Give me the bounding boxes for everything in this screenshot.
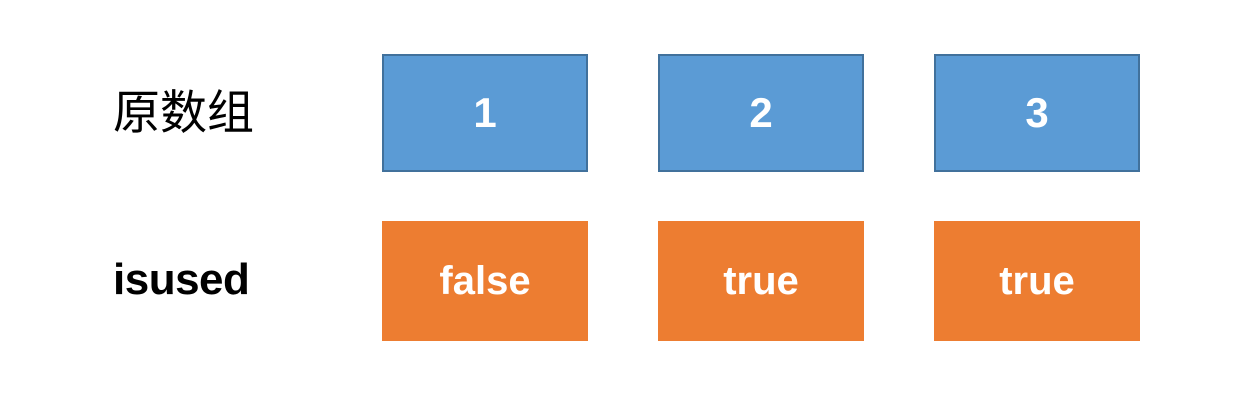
- isused-cell-2[interactable]: true: [934, 221, 1140, 341]
- array-cell-2[interactable]: 3: [934, 54, 1140, 172]
- row-original-array: 1 2 3: [382, 54, 1140, 172]
- row-isused: false true true: [382, 221, 1140, 341]
- cell-gap: [588, 221, 658, 341]
- isused-cell-0[interactable]: false: [382, 221, 588, 341]
- array-cell-0[interactable]: 1: [382, 54, 588, 172]
- row-label-original-array: 原数组: [113, 85, 254, 141]
- row-label-isused: isused: [113, 255, 250, 304]
- cell-gap: [588, 54, 658, 172]
- cell-gap: [864, 221, 934, 341]
- cell-gap: [864, 54, 934, 172]
- isused-cell-1[interactable]: true: [658, 221, 864, 341]
- array-cell-1[interactable]: 2: [658, 54, 864, 172]
